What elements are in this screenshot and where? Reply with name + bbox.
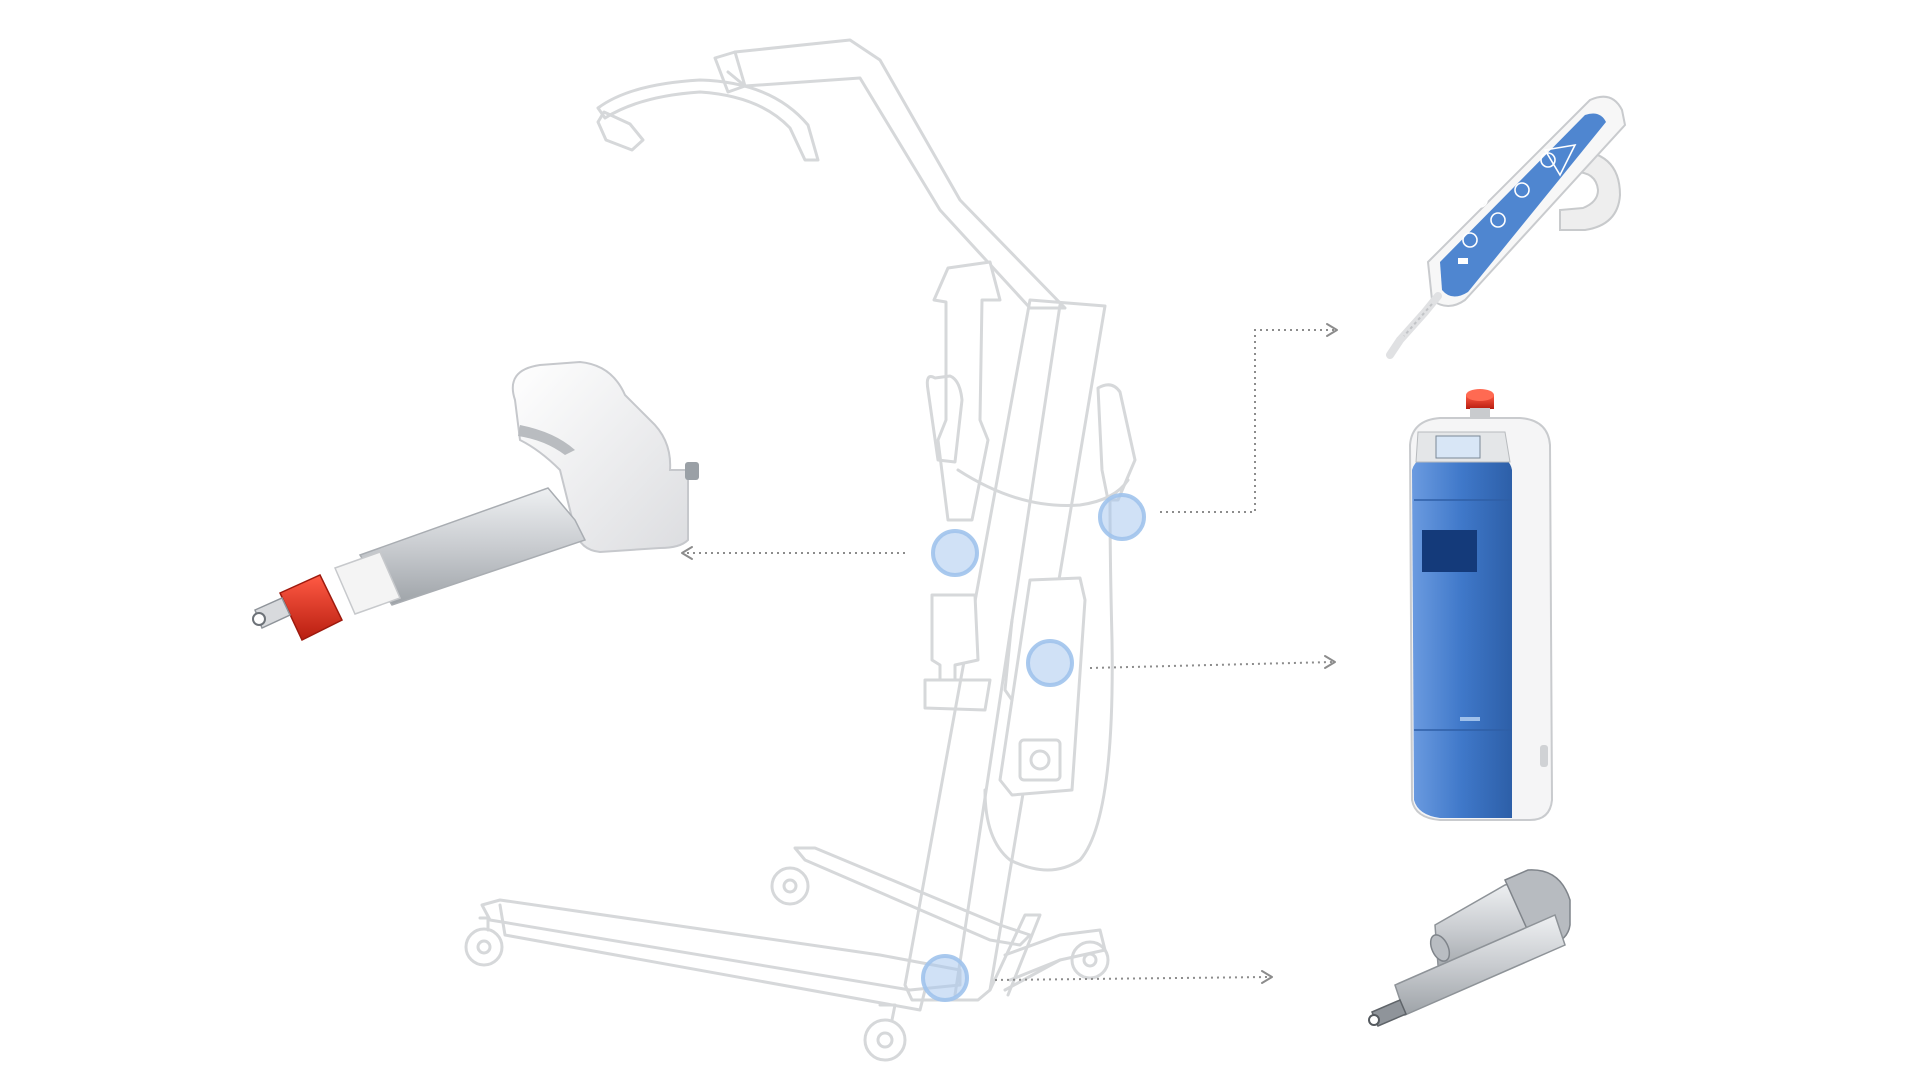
handle-crossbar: [956, 468, 1130, 508]
linear-actuator-icon[interactable]: [252, 360, 699, 642]
base-leg-right: [793, 846, 1032, 947]
control-box-icon[interactable]: [1408, 389, 1554, 821]
hand-control-face: [1440, 113, 1606, 297]
hotspot-boom-actuator[interactable]: [931, 529, 979, 577]
leader-lines: [681, 323, 1338, 984]
cable-loop: [983, 498, 1114, 872]
hand-control-icon[interactable]: [1386, 95, 1627, 359]
caster-wheel-front-right: [770, 866, 810, 906]
mast: [903, 298, 1107, 1002]
actuator-collar: [333, 551, 402, 615]
boom-actuator-outline: [932, 260, 1002, 522]
small-actuator-icon[interactable]: [1368, 869, 1571, 1027]
lower-actuator-housing: [930, 593, 980, 682]
caster-wheel-front-left: [464, 916, 504, 967]
spreader-hook-left: [596, 110, 645, 152]
hotspot-handle[interactable]: [1098, 493, 1146, 541]
actuator-red-cap: [278, 574, 344, 642]
caster-wheel-rear-left: [863, 1003, 907, 1062]
spreader-bar: [596, 78, 820, 162]
leader-to-small-actuator: [994, 976, 1271, 981]
hotspot-base[interactable]: [921, 954, 969, 1002]
push-handle-left: [925, 374, 964, 464]
patient-lift-outline: [464, 38, 1137, 1062]
hotspots: [921, 493, 1146, 1002]
leader-to-hand-control: [1160, 329, 1335, 513]
control-box-front: [1412, 455, 1512, 818]
caster-wheel-rear-right: [1070, 940, 1110, 980]
control-box-window: [1422, 530, 1477, 572]
leader-to-control-box: [1089, 661, 1334, 669]
actuator-motor-housing: [511, 360, 689, 554]
push-handle-right: [1096, 383, 1137, 502]
boom-arm: [713, 38, 1067, 310]
hotspot-control-box[interactable]: [1026, 639, 1074, 687]
